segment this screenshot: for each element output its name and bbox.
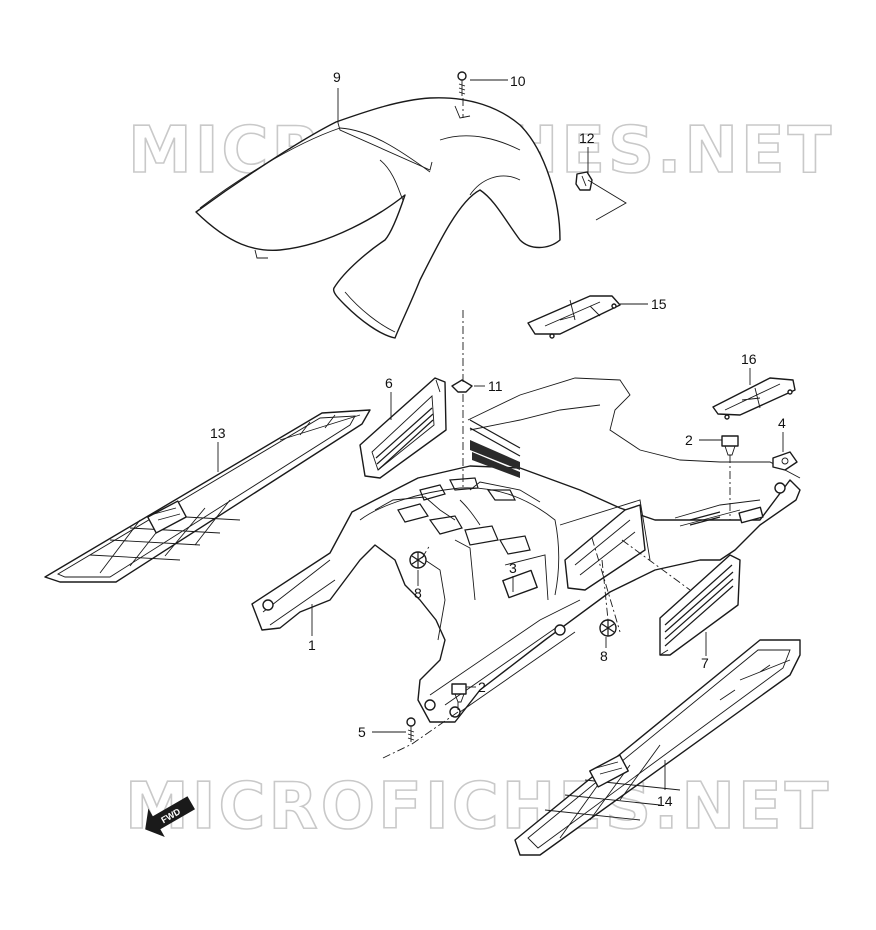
part-8-grommet-right — [599, 619, 617, 637]
part-5-screw — [406, 717, 416, 742]
part-15-panel — [527, 295, 621, 339]
part-7-vent — [659, 554, 741, 656]
callout-5: 5 — [358, 724, 366, 740]
part-14-right-mat — [514, 639, 801, 856]
part-2-rivet-upper — [721, 435, 739, 456]
leader-lines — [217, 79, 784, 790]
callout-11: 11 — [488, 378, 503, 394]
part-16-panel — [712, 377, 796, 420]
watermark-bottom: MICROFICHES.NET — [125, 770, 831, 844]
part-11-clip — [451, 379, 473, 393]
callout-9: 9 — [333, 69, 341, 85]
part-9-rear-cover — [195, 97, 561, 339]
callout-14: 14 — [657, 793, 673, 809]
callout-13: 13 — [210, 425, 226, 441]
callout-15: 15 — [651, 296, 667, 312]
part-13-left-mat — [44, 409, 371, 583]
callout-16: 16 — [741, 351, 757, 367]
part-10-screw — [457, 71, 467, 96]
callout-4: 4 — [778, 415, 786, 431]
callout-10: 10 — [510, 73, 526, 89]
callout-8-left: 8 — [414, 585, 422, 601]
part-2-rivet-lower — [451, 683, 467, 703]
callout-2-lower: 2 — [478, 679, 486, 695]
callout-1: 1 — [308, 637, 316, 653]
callout-3: 3 — [509, 560, 517, 576]
callout-2-upper: 2 — [685, 432, 693, 448]
part-6-vent — [359, 377, 447, 479]
callout-12: 12 — [579, 130, 595, 146]
part-1-body-frame — [251, 377, 801, 723]
part-12-clip — [575, 171, 593, 191]
part-8-grommet-left — [409, 551, 427, 569]
callout-6: 6 — [385, 375, 393, 391]
part-4-fastener — [772, 451, 798, 471]
callout-7: 7 — [701, 655, 709, 671]
callout-8-right: 8 — [600, 648, 608, 664]
